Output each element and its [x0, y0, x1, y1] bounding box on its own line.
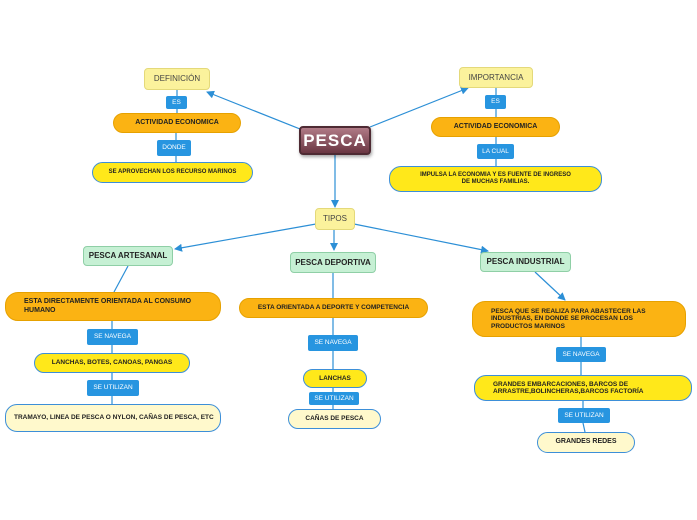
- industrial-se-navega-connector: SE NAVEGA: [556, 347, 606, 362]
- importancia-actividad-node[interactable]: ACTIVIDAD ECONOMICA: [431, 117, 560, 137]
- industrial-redes-node[interactable]: GRANDES REDES: [537, 432, 635, 453]
- deportiva-se-utilizan-connector: SE UTILIZAN: [309, 392, 359, 405]
- definicion-detalle-node[interactable]: SE APROVECHAN LOS RECURSO MARINOS: [92, 162, 253, 183]
- pesca-deportiva-node[interactable]: PESCA DEPORTIVA: [290, 252, 376, 273]
- definicion-node[interactable]: DEFINICIÓN: [144, 68, 210, 90]
- deportiva-lanchas-node[interactable]: LANCHAS: [303, 369, 367, 388]
- artesanal-embarcaciones-node[interactable]: LANCHAS, BOTES, CANOAS, PANGAS: [34, 353, 190, 373]
- artesanal-descripcion-node[interactable]: ESTA DIRECTAMENTE ORIENTADA AL CONSUMO H…: [5, 292, 221, 321]
- root-node-pesca[interactable]: PESCA: [299, 126, 371, 155]
- importancia-la-cual-connector: LA CUAL: [477, 144, 514, 159]
- deportiva-descripcion-node[interactable]: ESTA ORIENTADA A DEPORTE Y COMPETENCIA: [239, 298, 428, 318]
- importancia-detalle-node[interactable]: IMPULSA LA ECONOMIA Y ES FUENTE DE INGRE…: [389, 166, 602, 192]
- importancia-node[interactable]: IMPORTANCIA: [459, 67, 533, 88]
- artesanal-utensilios-node[interactable]: TRAMAYO, LINEA DE PESCA O NYLON, CAÑAS D…: [5, 404, 221, 432]
- industrial-embarcaciones-node[interactable]: GRANDES EMBARCACIONES, BARCOS DE ARRASTR…: [474, 375, 692, 401]
- industrial-se-utilizan-connector: SE UTILIZAN: [558, 408, 610, 423]
- tipos-node[interactable]: TIPOS: [315, 208, 355, 230]
- importancia-es-connector: ES: [485, 95, 506, 109]
- deportiva-se-navega-connector: SE NAVEGA: [308, 335, 358, 351]
- deportiva-canas-node[interactable]: CAÑAS DE PESCA: [288, 409, 381, 429]
- definicion-es-connector: ES: [166, 96, 187, 109]
- artesanal-se-navega-connector: SE NAVEGA: [87, 329, 138, 345]
- industrial-descripcion-node[interactable]: PESCA QUE SE REALIZA PARA ABASTECER LAS …: [472, 301, 686, 337]
- pesca-industrial-node[interactable]: PESCA INDUSTRIAL: [480, 252, 571, 272]
- artesanal-se-utilizan-connector: SE UTILIZAN: [87, 380, 139, 396]
- definicion-donde-connector: DONDE: [157, 140, 191, 156]
- definicion-actividad-node[interactable]: ACTIVIDAD ECONOMICA: [113, 113, 241, 133]
- pesca-artesanal-node[interactable]: PESCA ARTESANAL: [83, 246, 173, 266]
